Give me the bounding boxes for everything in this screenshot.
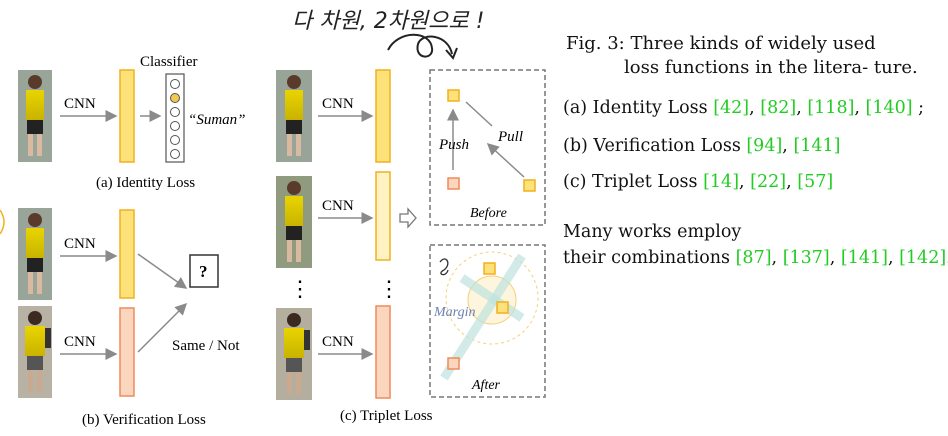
person-photo-c-positive xyxy=(276,176,312,268)
citation-link[interactable]: [57] xyxy=(797,172,834,192)
caption-line-2: loss functions in the litera- ture. xyxy=(624,57,918,78)
classifier-label: Classifier xyxy=(140,54,198,70)
citation-link[interactable]: [137] xyxy=(782,248,830,268)
citation-link[interactable]: [42] xyxy=(713,98,750,118)
figure-triplet-loss-diagram: 다 차원, 2차원으로 ! CNN Classifier “Suman” (a)… xyxy=(0,9,546,428)
caption-triplet-loss: (c) Triplet Loss xyxy=(340,408,433,424)
feature-bar-c-2 xyxy=(375,171,391,261)
refs-verification: (b) Verification Loss [94], [141] xyxy=(563,136,841,156)
feature-bar-c-1 xyxy=(375,69,391,163)
negative-square-before xyxy=(447,177,460,190)
person-photo-c-anchor xyxy=(276,70,312,162)
citation-link[interactable]: [141] xyxy=(840,248,888,268)
handwritten-annotation: 다 차원, 2차원으로 ! xyxy=(292,9,484,34)
ellipsis-right: ⋮ xyxy=(378,276,400,301)
citation-link[interactable]: [141] xyxy=(793,136,841,156)
same-not-box xyxy=(189,254,219,288)
paragraph-line-1: Many works employ xyxy=(563,222,742,242)
positive-square-before xyxy=(523,179,536,192)
caption-verification-loss: (b) Verification Loss xyxy=(82,412,206,428)
anchor-square-after xyxy=(483,262,496,275)
after-panel: Margin After xyxy=(429,244,546,398)
citation-link[interactable]: [140] xyxy=(865,98,913,118)
caption-identity-loss: (a) Identity Loss xyxy=(96,175,195,191)
citation-link[interactable]: [118] xyxy=(807,98,855,118)
margin-label: Margin xyxy=(433,305,475,320)
person-photo-c-negative xyxy=(276,308,312,400)
anchor-square-before xyxy=(447,89,460,102)
paragraph-suffix: . xyxy=(946,248,948,268)
citation-link[interactable]: [87] xyxy=(735,248,772,268)
caption-line-1: Fig. 3: Three kinds of widely used xyxy=(566,33,876,54)
person-photo-a xyxy=(18,70,52,162)
person-photo-b-top xyxy=(18,208,52,300)
cnn-label-c-2: CNN xyxy=(322,198,354,214)
outline-arrow xyxy=(399,207,417,229)
cnn-label-a: CNN xyxy=(64,96,96,112)
ellipsis-left: ⋮ xyxy=(289,276,311,301)
refs-identity: (a) Identity Loss [42], [82], [118], [14… xyxy=(563,98,925,118)
cnn-label-b-bottom: CNN xyxy=(64,334,96,350)
refs-identity-label: (a) Identity Loss xyxy=(563,98,714,118)
refs-verification-label: (b) Verification Loss xyxy=(563,136,747,156)
feature-bar-a xyxy=(119,69,135,163)
same-not-label: Same / Not xyxy=(172,338,240,354)
combinations-paragraph: Many works employ their combinations [87… xyxy=(563,219,948,271)
cnn-label-c-3: CNN xyxy=(322,334,354,350)
margin-orange-arc xyxy=(0,209,5,235)
output-name-label: “Suman” xyxy=(188,112,246,128)
citation-link[interactable]: [142] xyxy=(899,248,947,268)
handwritten-swirl-arrow xyxy=(387,33,453,58)
push-label: Push xyxy=(438,137,469,153)
figure-caption: Fig. 3: Three kinds of widely used loss … xyxy=(566,32,946,80)
refs-triplet-label: (c) Triplet Loss xyxy=(563,172,704,192)
after-label: After xyxy=(471,378,501,393)
classifier-nodes xyxy=(165,73,185,163)
before-label: Before xyxy=(470,206,507,221)
negative-square-after xyxy=(447,357,460,370)
question-mark: ? xyxy=(199,262,208,281)
paragraph-line-2-text: their combinations xyxy=(563,248,736,268)
feature-bar-b-top xyxy=(119,209,135,299)
citation-link[interactable]: [14] xyxy=(703,172,740,192)
before-panel: Push Pull Before xyxy=(429,69,546,226)
feature-bar-b-bottom xyxy=(119,307,135,397)
person-photo-b-bottom xyxy=(18,306,52,398)
paragraph-line-2: their combinations [87], [137], [141], [… xyxy=(563,245,948,271)
cnn-label-b-top: CNN xyxy=(64,236,96,252)
positive-square-after xyxy=(496,301,509,314)
feature-bar-c-3 xyxy=(375,305,391,399)
citation-link[interactable]: [94] xyxy=(746,136,783,156)
cnn-label-c-1: CNN xyxy=(322,96,354,112)
citation-link[interactable]: [22] xyxy=(750,172,787,192)
pull-label: Pull xyxy=(497,129,523,145)
citation-link[interactable]: [82] xyxy=(760,98,797,118)
refs-triplet: (c) Triplet Loss [14], [22], [57] xyxy=(563,172,834,192)
refs-identity-suffix: ; xyxy=(912,98,925,118)
